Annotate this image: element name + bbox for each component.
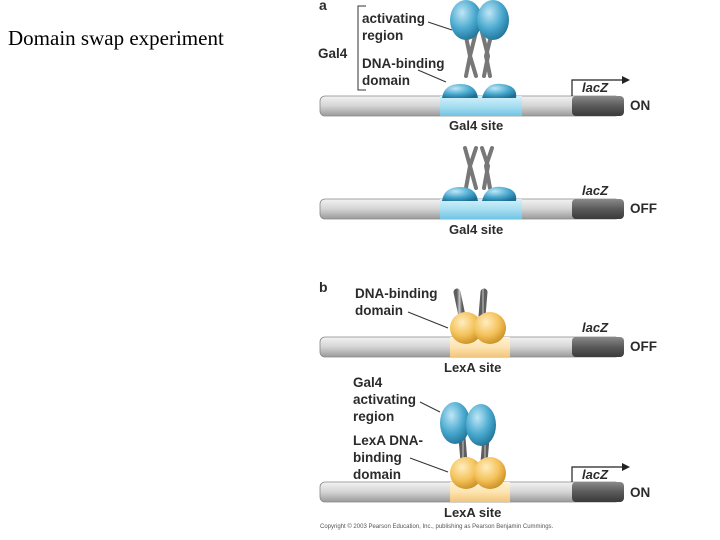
gal4-ad-leader-line [419, 401, 441, 413]
panel-a-letter: a [319, 0, 327, 13]
lexa-dbd-label-line2: domain [355, 303, 403, 318]
gene-label-row-3: lacZ [582, 320, 609, 335]
lexa-dbd-leader-line [407, 311, 449, 329]
activating-region-right [477, 0, 509, 40]
lexa-stalk-left [453, 288, 466, 320]
copyright-note: Copyright © 2003 Pearson Education, Inc.… [320, 523, 554, 530]
gene-label-row-4: lacZ [582, 467, 609, 482]
lacz-gene-box [572, 337, 624, 357]
activating-label-line2: region [362, 28, 403, 43]
lexa-dbd-label-line1: DNA-binding [355, 286, 437, 301]
site-label-row-4: LexA site [444, 505, 501, 520]
gal4-site-box [440, 199, 522, 219]
gal4-site-box [440, 96, 522, 116]
lexa-hybrid-label-line2: binding [353, 450, 402, 465]
dbd-label-line2: domain [362, 73, 410, 88]
site-label-row-2: Gal4 site [449, 222, 503, 237]
transcription-arrow-icon [571, 466, 622, 482]
lacz-gene-box [572, 482, 624, 502]
dna-binding-domain-left [442, 187, 478, 201]
lexa-hybrid-label-line3: domain [353, 467, 401, 482]
gal4-activating-left [440, 402, 470, 444]
dna-row-2 [319, 198, 624, 220]
slide-title: Domain swap experiment [8, 26, 224, 50]
dbd-label-line1: DNA-binding [362, 56, 444, 71]
dna-binding-domain-right [482, 186, 517, 201]
gal4-linker-right [480, 30, 494, 78]
gal4-linker-right [480, 146, 494, 190]
lacz-gene-box [572, 96, 624, 116]
activating-region-left [450, 0, 482, 40]
lexa-dbd-row-3 [450, 288, 506, 344]
activating-label-line1: activating [362, 11, 425, 26]
gal4-dbd-row-2 [442, 146, 517, 201]
lexa-hybrid-leader-line [409, 457, 449, 473]
lexa-dbd-left [450, 457, 482, 489]
arrow-head-icon [622, 76, 630, 84]
arrow-head-icon [622, 463, 630, 471]
state-label-row-2: OFF [630, 201, 657, 216]
gal4-bracket [357, 5, 366, 91]
state-label-row-1: ON [630, 98, 650, 113]
dna-binding-domain-left [442, 84, 478, 98]
gal4-ad-label-line1: Gal4 [353, 375, 383, 390]
lexa-dbd-right [474, 457, 506, 489]
dna-row-1 [319, 76, 630, 117]
lexa-dbd-left [450, 312, 482, 344]
lexa-dbd-right [474, 312, 506, 344]
hybrid-protein-row-4 [440, 402, 506, 489]
gal4-ad-label-line3: region [353, 409, 394, 424]
lexa-stalk-right [478, 288, 488, 320]
activating-leader-line [427, 21, 453, 31]
dbd-leader-line [417, 69, 447, 83]
gal4-label: Gal4 [318, 46, 348, 61]
state-label-row-4: ON [630, 485, 650, 500]
lexa-hybrid-label-line1: LexA DNA- [353, 433, 423, 448]
transcription-arrow-icon [571, 79, 622, 96]
gal4-protein-row-1 [442, 0, 517, 98]
gal4-activating-right [466, 404, 496, 446]
panel-b-letter: b [319, 279, 328, 295]
state-label-row-3: OFF [630, 339, 657, 354]
gene-label-row-1: lacZ [582, 80, 609, 95]
gal4-linker-left [463, 30, 478, 78]
dna-binding-domain-right [482, 83, 517, 98]
site-label-row-3: LexA site [444, 360, 501, 375]
gene-label-row-2: lacZ [582, 183, 609, 198]
lacz-gene-box [572, 199, 624, 219]
site-label-row-1: Gal4 site [449, 118, 503, 133]
gal4-linker-left [463, 146, 478, 190]
gal4-ad-label-line2: activating [353, 392, 416, 407]
